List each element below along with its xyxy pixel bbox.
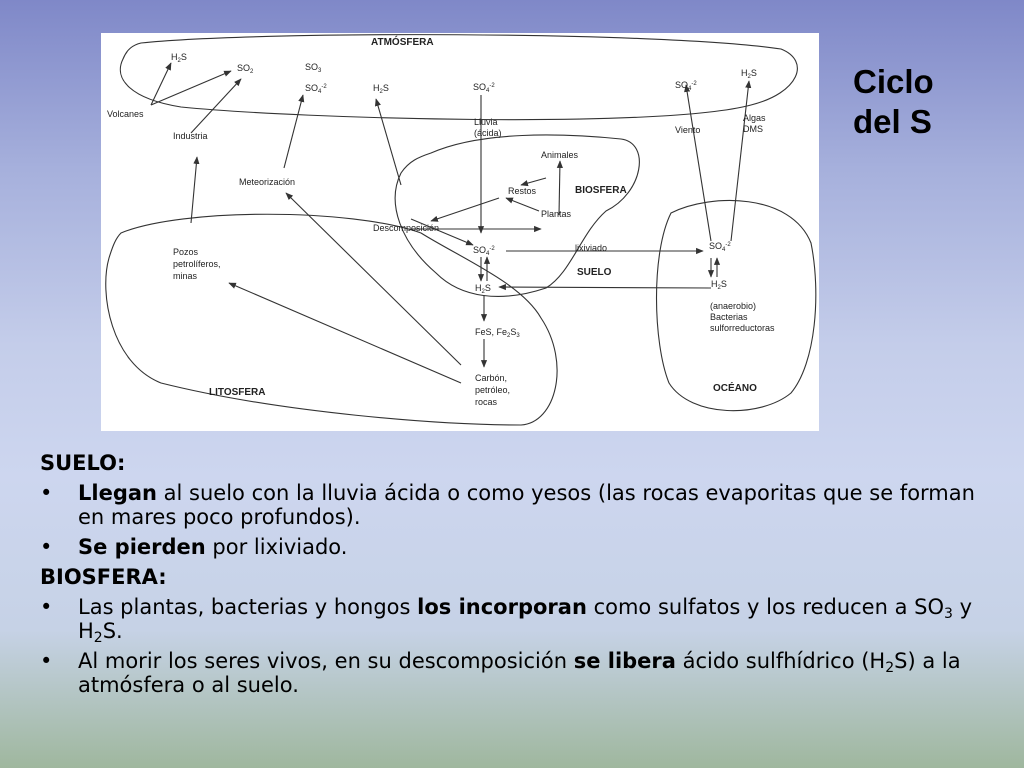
- formula-h2s-volcanes: H2S: [171, 52, 187, 64]
- heading-suelo: SUELO:: [40, 451, 126, 475]
- bullet-se-libera-bold: se libera: [573, 649, 676, 673]
- bullet-incorporan: • Las plantas, bacterias y hongos los in…: [40, 595, 1000, 646]
- bullet-se-libera-text-2: ácido sulfhídrico (H: [675, 649, 886, 673]
- biosfera-suelo-region: [394, 134, 640, 297]
- region-biosfera: BIOSFERA: [575, 185, 627, 196]
- litosfera-region: [105, 213, 558, 426]
- title-line-1: Ciclo: [853, 63, 934, 100]
- title-line-2: del S: [853, 103, 932, 140]
- label-plantas: Plantas: [541, 209, 572, 219]
- subscript-3: 3: [944, 606, 953, 622]
- label-carbon: Carbón,: [475, 373, 507, 383]
- label-descomposicion: Descomposición: [373, 223, 439, 233]
- bullet-llegan-text: al suelo con la lluvia ácida o como yeso…: [78, 481, 975, 529]
- label-sulforreductoras: sulforreductoras: [710, 323, 775, 333]
- label-viento: Viento: [675, 125, 700, 135]
- bullet-dot: •: [40, 595, 53, 619]
- formula-so2: SO2: [237, 63, 254, 75]
- subscript-2: 2: [93, 630, 103, 646]
- sulfur-cycle-diagram: ATMÓSFERA BIOSFERA SUELO LITOSFERA OCÉAN…: [101, 33, 819, 431]
- label-meteorizacion: Meteorización: [239, 177, 295, 187]
- label-pozos-1: Pozos: [173, 247, 199, 257]
- formula-h2s-suelo: H2S: [475, 283, 491, 295]
- label-pozos-2: petrolíferos,: [173, 259, 221, 269]
- formula-fes: FeS, Fe2S3: [475, 327, 520, 339]
- bullet-se-pierden-bold: Se pierden: [78, 535, 206, 559]
- bullet-se-pierden-text: por lixiviado.: [205, 535, 348, 559]
- bullet-se-pierden: • Se pierden por lixiviado.: [40, 535, 1000, 559]
- bullet-llegan-bold: Llegan: [78, 481, 157, 505]
- slide-body: SUELO: • Llegan al suelo con la lluvia á…: [40, 449, 1000, 703]
- label-restos: Restos: [508, 186, 537, 196]
- label-algas: Algas: [743, 113, 766, 123]
- bullet-dot: •: [40, 649, 53, 673]
- bullet-incorporan-text-4: S.: [102, 619, 123, 643]
- bullet-incorporan-text-1: Las plantas, bacterias y hongos: [78, 595, 418, 619]
- bullet-dot: •: [40, 481, 53, 505]
- region-atmosfera: ATMÓSFERA: [371, 35, 434, 48]
- bullet-se-libera: • Al morir los seres vivos, en su descom…: [40, 649, 1000, 697]
- bullet-incorporan-text-3: y H: [78, 595, 973, 643]
- region-suelo: SUELO: [577, 267, 612, 278]
- formula-so4-oceano: SO4-2: [709, 241, 731, 253]
- region-litosfera: LITOSFERA: [209, 387, 265, 398]
- bullet-se-libera-text-1: Al morir los seres vivos, en su descompo…: [78, 649, 574, 673]
- label-bacterias: Bacterias: [710, 312, 748, 322]
- region-oceano: OCÉANO: [713, 381, 757, 394]
- bullet-se-libera-text-3: S) a la atmósfera o al suelo.: [78, 649, 961, 697]
- label-industria: Industria: [173, 131, 208, 141]
- formula-so4-lluvia: SO4-2: [473, 82, 495, 94]
- label-volcanes: Volcanes: [107, 109, 144, 119]
- atmosfera-region: [119, 34, 798, 121]
- label-acida: (ácida): [474, 128, 502, 138]
- formula-so4-suelo: SO4-2: [473, 245, 495, 257]
- formula-h2s-descomposicion: H2S: [373, 83, 389, 95]
- bullet-incorporan-bold: los incorporan: [417, 595, 587, 619]
- label-lixiviado: lixiviado: [575, 243, 607, 253]
- formula-so4-meteorizacion: SO4-2: [305, 83, 327, 95]
- formula-so4-viento: SO4-2: [675, 80, 697, 92]
- label-petroleo: petróleo,: [475, 385, 510, 395]
- bullet-llegan: • Llegan al suelo con la lluvia ácida o …: [40, 481, 1000, 529]
- label-animales: Animales: [541, 150, 579, 160]
- formula-so3: SO3: [305, 62, 322, 74]
- formula-h2s-oceano: H2S: [711, 279, 727, 291]
- label-dms: DMS: [743, 124, 763, 134]
- diagram-svg: ATMÓSFERA BIOSFERA SUELO LITOSFERA OCÉAN…: [105, 34, 817, 426]
- label-rocas: rocas: [475, 397, 498, 407]
- bullet-incorporan-text-2: como sulfatos y los reducen a SO: [586, 595, 944, 619]
- label-pozos-3: minas: [173, 271, 198, 281]
- oceano-region: [655, 200, 817, 412]
- label-anaerobio: (anaerobio): [710, 301, 756, 311]
- slide-title: Ciclo del S: [853, 62, 1003, 142]
- label-lluvia: Lluvia: [474, 117, 498, 127]
- subscript-2: 2: [885, 660, 895, 676]
- heading-biosfera: BIOSFERA:: [40, 565, 167, 589]
- formula-h2s-oceano-atm: H2S: [741, 68, 757, 80]
- bullet-dot: •: [40, 535, 53, 559]
